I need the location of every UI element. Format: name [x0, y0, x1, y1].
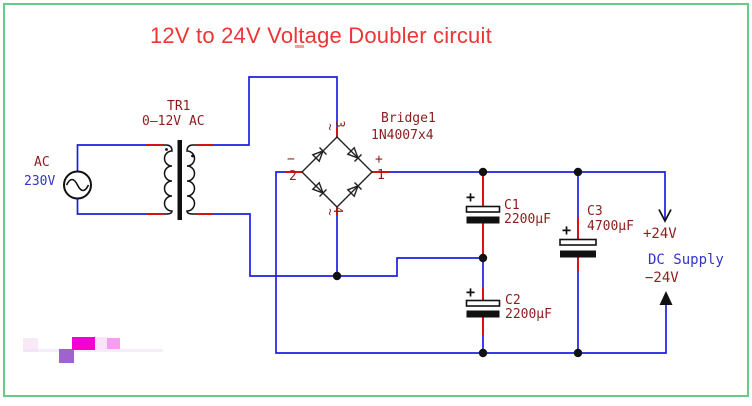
c3-ref: C3	[587, 204, 603, 219]
capacitor-c3-symbol	[559, 238, 597, 258]
bridge-plus-mark: +	[375, 152, 383, 167]
bridge-pin1-label: 1	[377, 168, 385, 183]
diode-icon	[346, 146, 362, 162]
secondary-winding	[186, 144, 197, 215]
c3-value: 4700µF	[587, 219, 634, 234]
transformer-value: 0–12V AC	[142, 114, 205, 129]
bridge-diamond	[301, 136, 373, 208]
bridge-value: 1N4007x4	[371, 128, 434, 143]
watermark-block	[95, 337, 107, 350]
wire-ac-to-primary-top	[76, 144, 146, 172]
negative-output-label: −24V	[645, 270, 679, 286]
junction-dot	[478, 348, 488, 358]
junction-dot	[573, 167, 583, 177]
ac-source-symbol	[63, 170, 92, 200]
diode-icon	[311, 147, 327, 163]
stray-underscore-mark	[295, 45, 304, 48]
transformer-ref: TR1	[167, 99, 191, 114]
positive-output-arrow-icon	[658, 209, 672, 223]
c3-polarity-mark: +	[562, 221, 572, 239]
watermark-block	[107, 338, 120, 349]
wire-ac-to-primary-bottom	[76, 198, 146, 215]
pin-stubs	[146, 128, 579, 335]
diode-icon	[311, 181, 327, 197]
watermark-block	[23, 349, 163, 352]
transformer-core	[177, 140, 182, 220]
wire-secondary-top-to-bridge3	[213, 76, 338, 146]
ac-source-ref: AC	[34, 155, 50, 170]
bridge-pin2-label: 2	[289, 169, 297, 184]
c1-ref: C1	[504, 198, 520, 213]
junction-dot	[573, 348, 583, 358]
page-title: 12V to 24V Voltage Doubler circuit	[150, 23, 492, 48]
ac-source-value: 230V	[24, 174, 56, 189]
positive-output-label: +24V	[643, 226, 677, 242]
watermark-block	[59, 349, 74, 363]
phase-dot-primary	[165, 148, 168, 151]
sine-wave-icon	[65, 178, 90, 192]
wire-secondary-bottom-mid-rail	[213, 213, 483, 277]
page-border	[3, 3, 749, 397]
c1-polarity-mark: +	[466, 188, 476, 206]
junction-dot	[478, 253, 488, 263]
c2-value: 2200µF	[505, 307, 552, 322]
watermark-block	[72, 337, 95, 350]
diode-icon	[346, 182, 362, 198]
c2-polarity-mark: +	[466, 283, 476, 301]
c1-value: 2200µF	[504, 212, 551, 227]
negative-output-arrow-icon	[659, 291, 673, 305]
junction-dot	[478, 167, 488, 177]
phase-dot-secondary	[191, 154, 194, 158]
transformer-symbol	[163, 140, 197, 220]
bridge-rectifier-symbol	[301, 136, 373, 208]
bridge-ref: Bridge1	[381, 111, 436, 126]
dc-supply-label: DC Supply	[648, 252, 724, 268]
bridge-pin3-ac-mark: ~	[323, 123, 337, 131]
capacitor-c1-symbol	[465, 205, 501, 224]
watermark-block	[23, 338, 38, 352]
junction-dots	[332, 167, 583, 358]
bridge-pin4-ac-mark: ~	[323, 208, 337, 216]
bridge-minus-mark: −	[287, 152, 295, 167]
primary-winding	[163, 144, 173, 215]
c2-ref: C2	[505, 293, 521, 308]
wire-negative-rail	[275, 171, 667, 354]
capacitor-c2-symbol	[465, 299, 501, 318]
junction-dot	[332, 271, 342, 281]
